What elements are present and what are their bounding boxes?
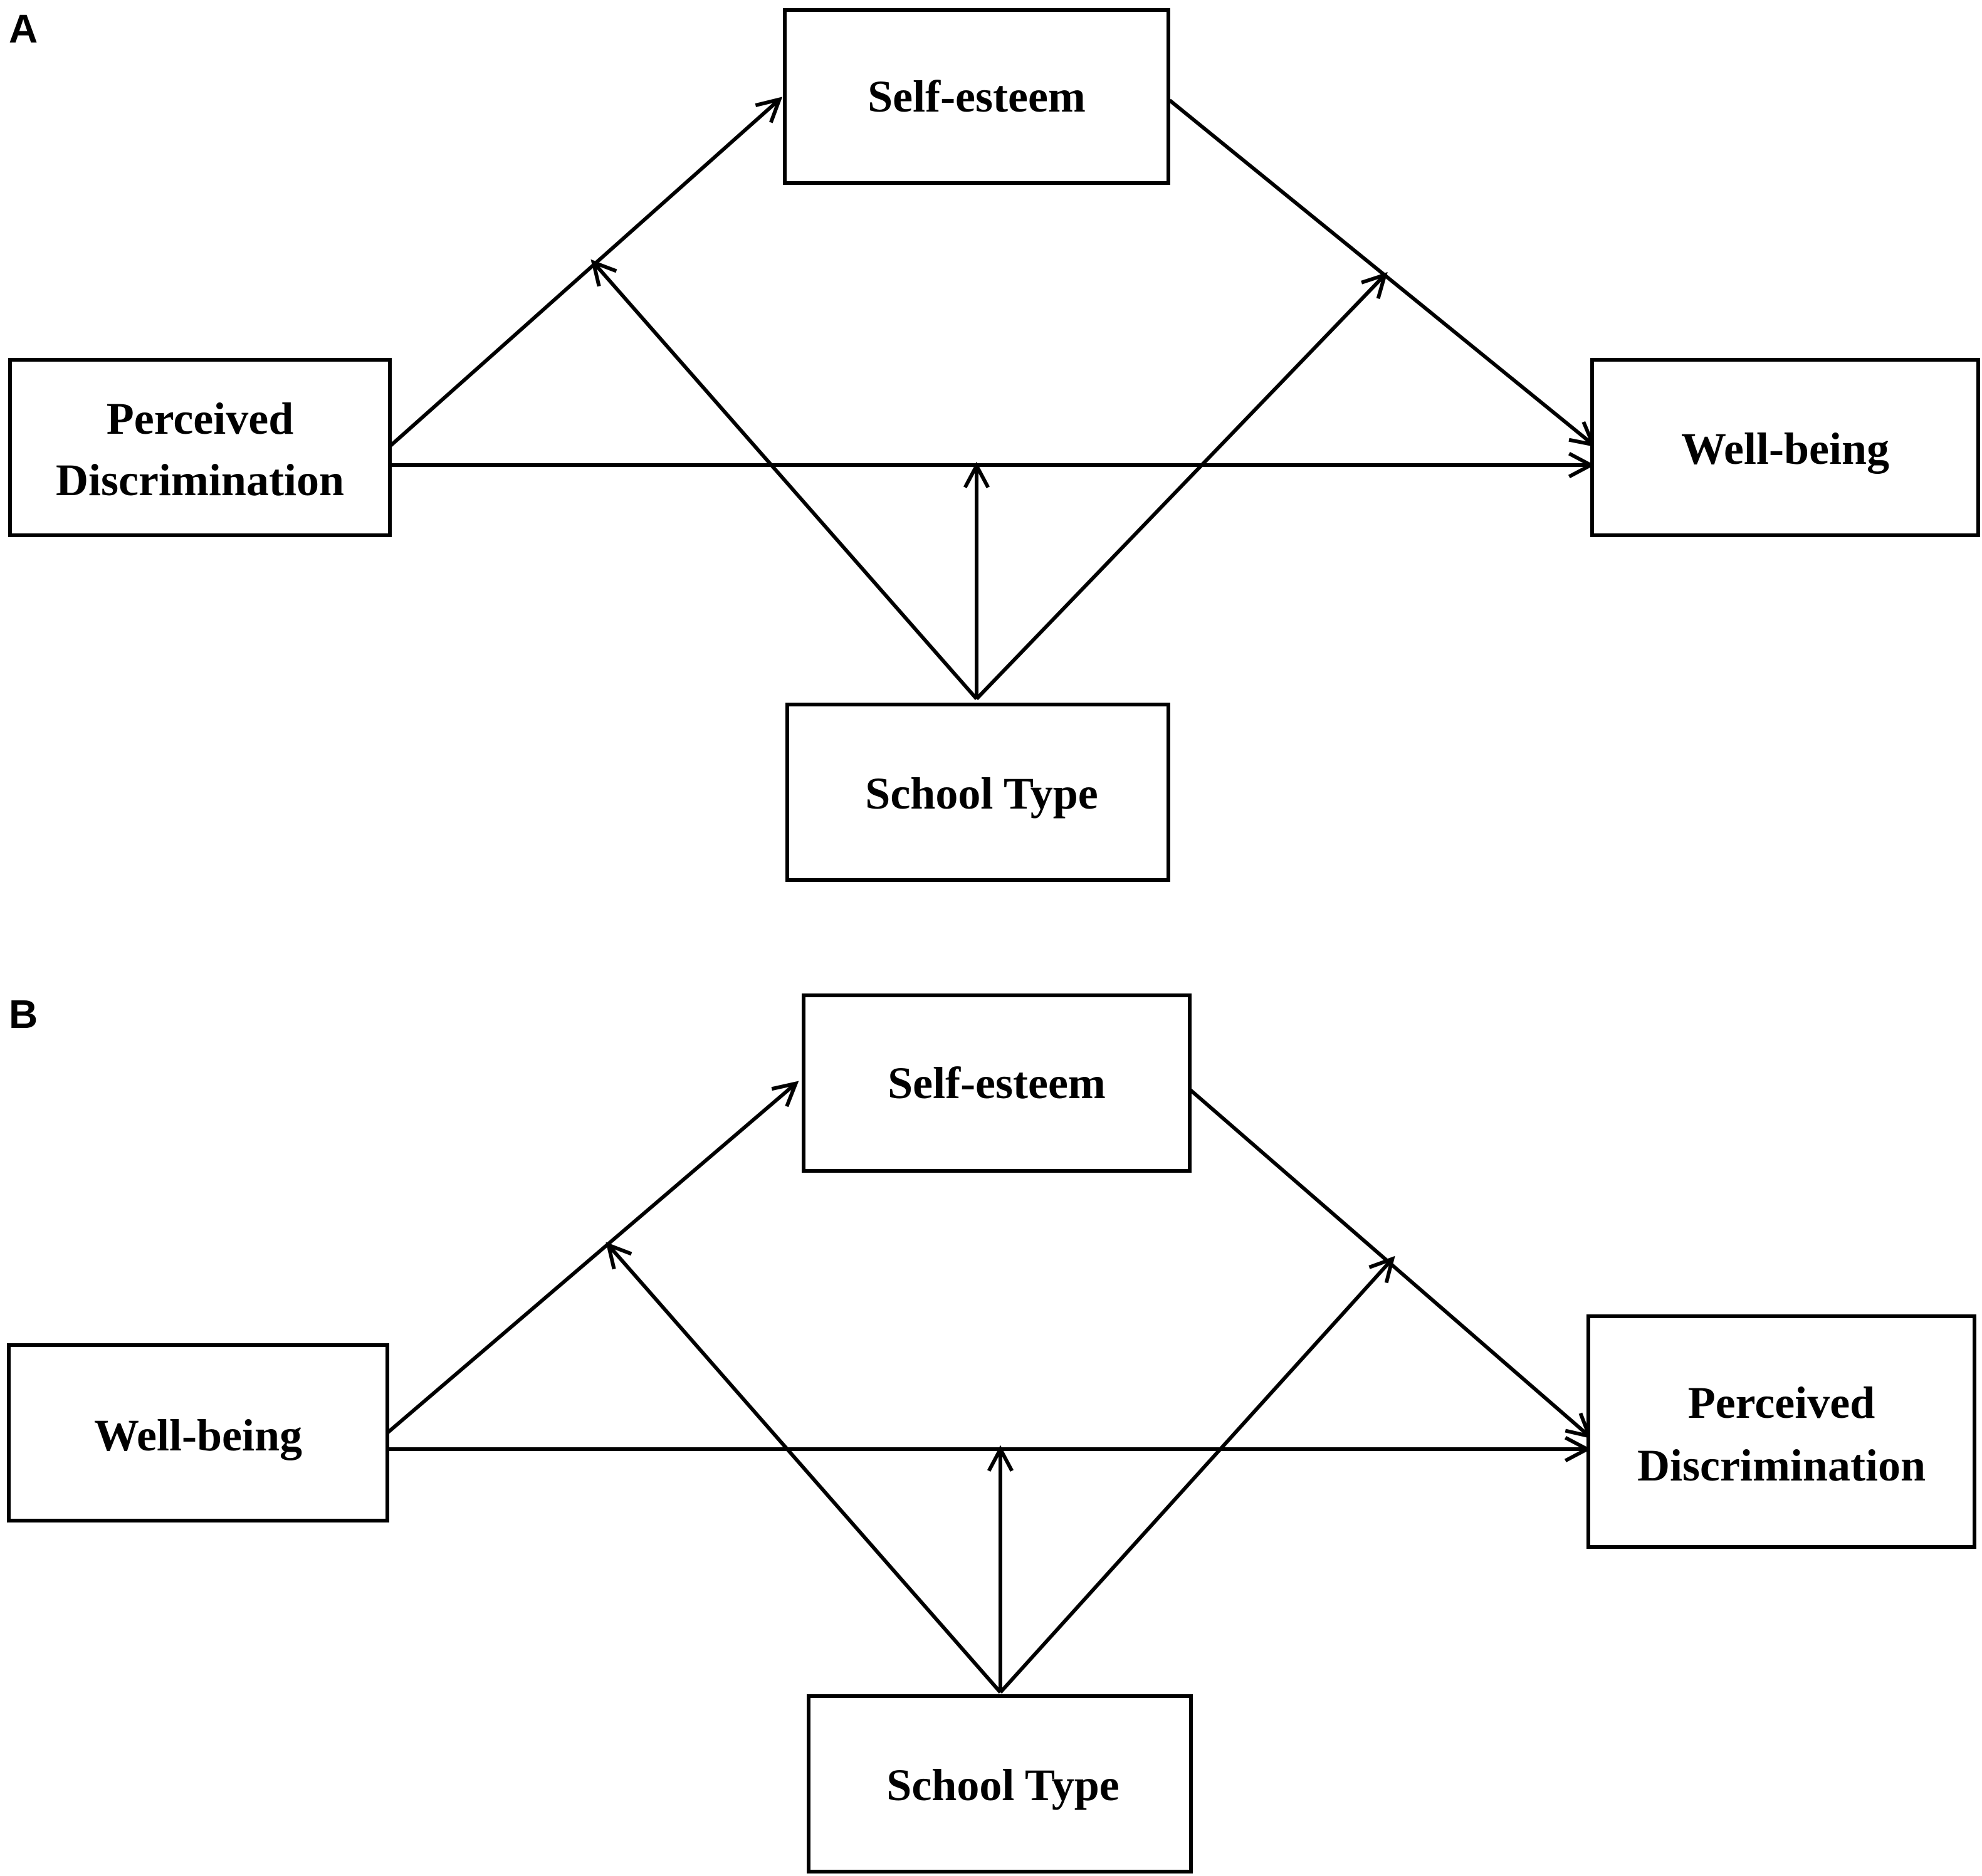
node-self-esteem-b: Self-esteem [802, 993, 1192, 1173]
node-label: Well-being [94, 1410, 302, 1460]
moderation-path-b1 [975, 271, 1388, 701]
node-perceived-discrimination-a: Perceived Discrimination [8, 358, 392, 537]
node-label: School Type [865, 768, 1098, 819]
node-label-line1: Perceived [1688, 1378, 1875, 1428]
moderation-path-b1 [999, 1255, 1395, 1694]
path-a1-predictor-to-mediator [389, 97, 783, 448]
node-label: School Type [886, 1760, 1119, 1810]
moderation-path-a1 [606, 1242, 1002, 1694]
panel-a: A Self-esteem Perceived Discrimination W… [8, 6, 1980, 882]
node-perceived-discrimination-b: Perceived Discrimination [1586, 1314, 1976, 1549]
node-well-being-a: Well-being [1590, 358, 1980, 537]
panel-label-a: A [9, 6, 38, 51]
node-school-type-a: School Type [785, 703, 1170, 882]
node-self-esteem-a: Self-esteem [783, 8, 1170, 185]
node-label: Well-being [1681, 424, 1889, 474]
node-label: Self-esteem [868, 71, 1086, 122]
path-b1-mediator-to-outcome [1168, 98, 1597, 448]
moderation-path-a1 [590, 259, 978, 700]
node-label-line1: Perceived [107, 394, 294, 444]
node-school-type-b: School Type [807, 1694, 1193, 1873]
node-label-line2: Discrimination [1637, 1440, 1926, 1491]
panel-label-b: B [9, 992, 38, 1037]
path-a1-predictor-to-mediator [386, 1081, 799, 1435]
node-label: Self-esteem [888, 1058, 1106, 1108]
node-well-being-b: Well-being [7, 1343, 389, 1522]
node-label-line2: Discrimination [56, 455, 344, 505]
panel-b: B Self-esteem Well-being Perceived Discr… [7, 992, 1976, 1873]
